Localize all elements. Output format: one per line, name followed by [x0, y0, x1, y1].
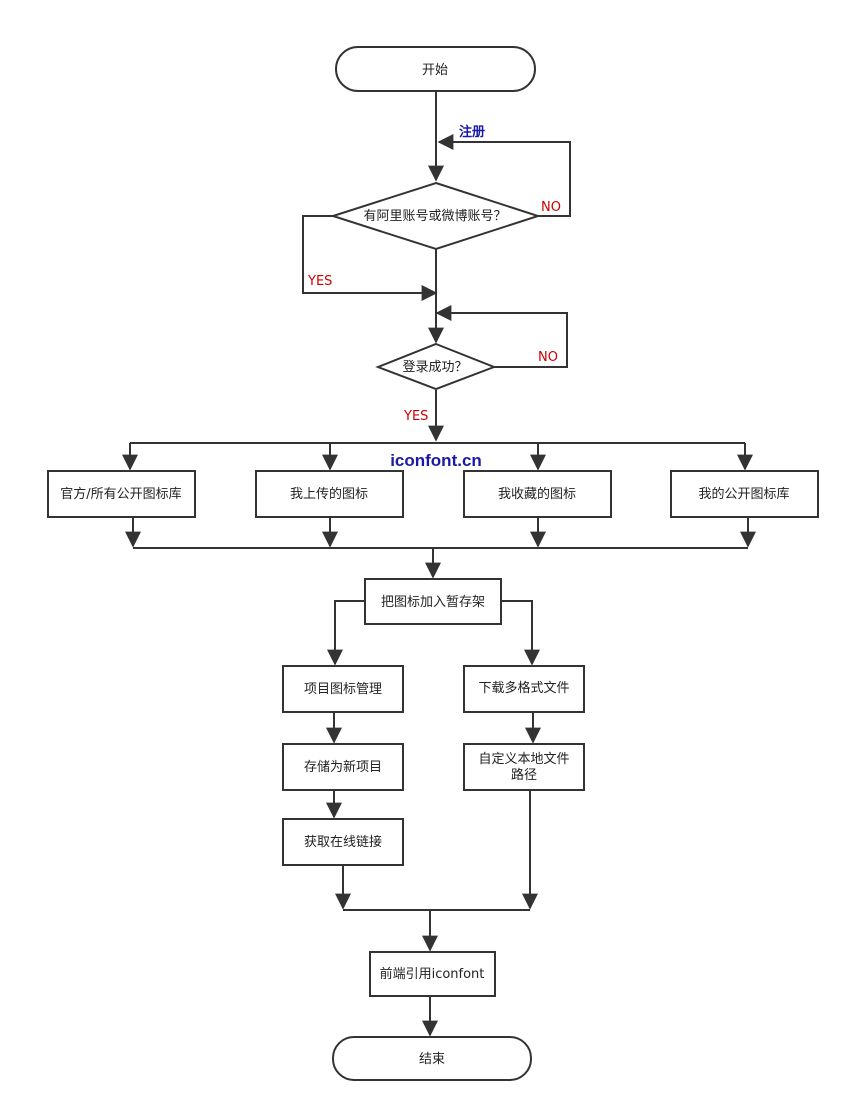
project-mgmt-node: 项目图标管理	[282, 665, 404, 713]
account-decision: 有阿里账号或微博账号？	[329, 181, 542, 251]
download-node: 下载多格式文件	[463, 665, 585, 713]
official-lib-node: 官方/所有公开图标库	[47, 470, 196, 518]
register-label: 注册	[459, 124, 485, 140]
save-project-node: 存储为新项目	[282, 743, 404, 791]
edge-cart-to-project	[327, 600, 365, 666]
download-label: 下载多格式文件	[478, 680, 569, 696]
start-node: 开始	[335, 46, 536, 92]
my-uploads-node: 我上传的图标	[255, 470, 404, 518]
official-lib-label: 官方/所有公开图标库	[60, 486, 181, 502]
frontend-label: 前端引用iconfont	[380, 966, 485, 982]
login-decision: 登录成功？	[375, 342, 497, 391]
get-link-node: 获取在线链接	[282, 818, 404, 866]
my-favorites-label: 我收藏的图标	[498, 486, 576, 502]
diagram-title: iconfont.cn	[390, 451, 482, 470]
end-node: 结束	[332, 1036, 532, 1081]
custom-path-label-line2: 路径	[511, 767, 537, 783]
get-link-label: 获取在线链接	[304, 834, 382, 850]
my-uploads-label: 我上传的图标	[290, 486, 368, 502]
my-favorites-node: 我收藏的图标	[463, 470, 612, 518]
login-decision-label: 登录成功？	[402, 360, 467, 375]
edge-cart-to-download	[501, 600, 540, 666]
frontend-node: 前端引用iconfont	[369, 951, 496, 997]
login-no-label: NO	[538, 350, 558, 365]
edge-register-loop	[437, 134, 571, 217]
add-to-cart-node: 把图标加入暂存架	[364, 578, 502, 625]
my-public-lib-node: 我的公开图标库	[670, 470, 819, 518]
project-mgmt-label: 项目图标管理	[304, 682, 382, 697]
login-yes-label: YES	[403, 409, 428, 424]
custom-path-label-line1: 自定义本地文件	[478, 752, 569, 767]
account-yes-label: YES	[307, 274, 332, 289]
my-public-lib-label: 我的公开图标库	[698, 486, 789, 502]
edge-account-yes	[302, 215, 438, 301]
save-project-label: 存储为新项目	[304, 759, 382, 775]
add-to-cart-label: 把图标加入暂存架	[381, 595, 485, 610]
end-label: 结束	[419, 1052, 445, 1067]
account-decision-label: 有阿里账号或微博账号？	[363, 209, 506, 224]
custom-path-node: 自定义本地文件 路径	[463, 743, 585, 791]
start-label: 开始	[422, 63, 448, 78]
edge-login-no-loop	[435, 305, 568, 368]
account-no-label: NO	[541, 200, 561, 215]
